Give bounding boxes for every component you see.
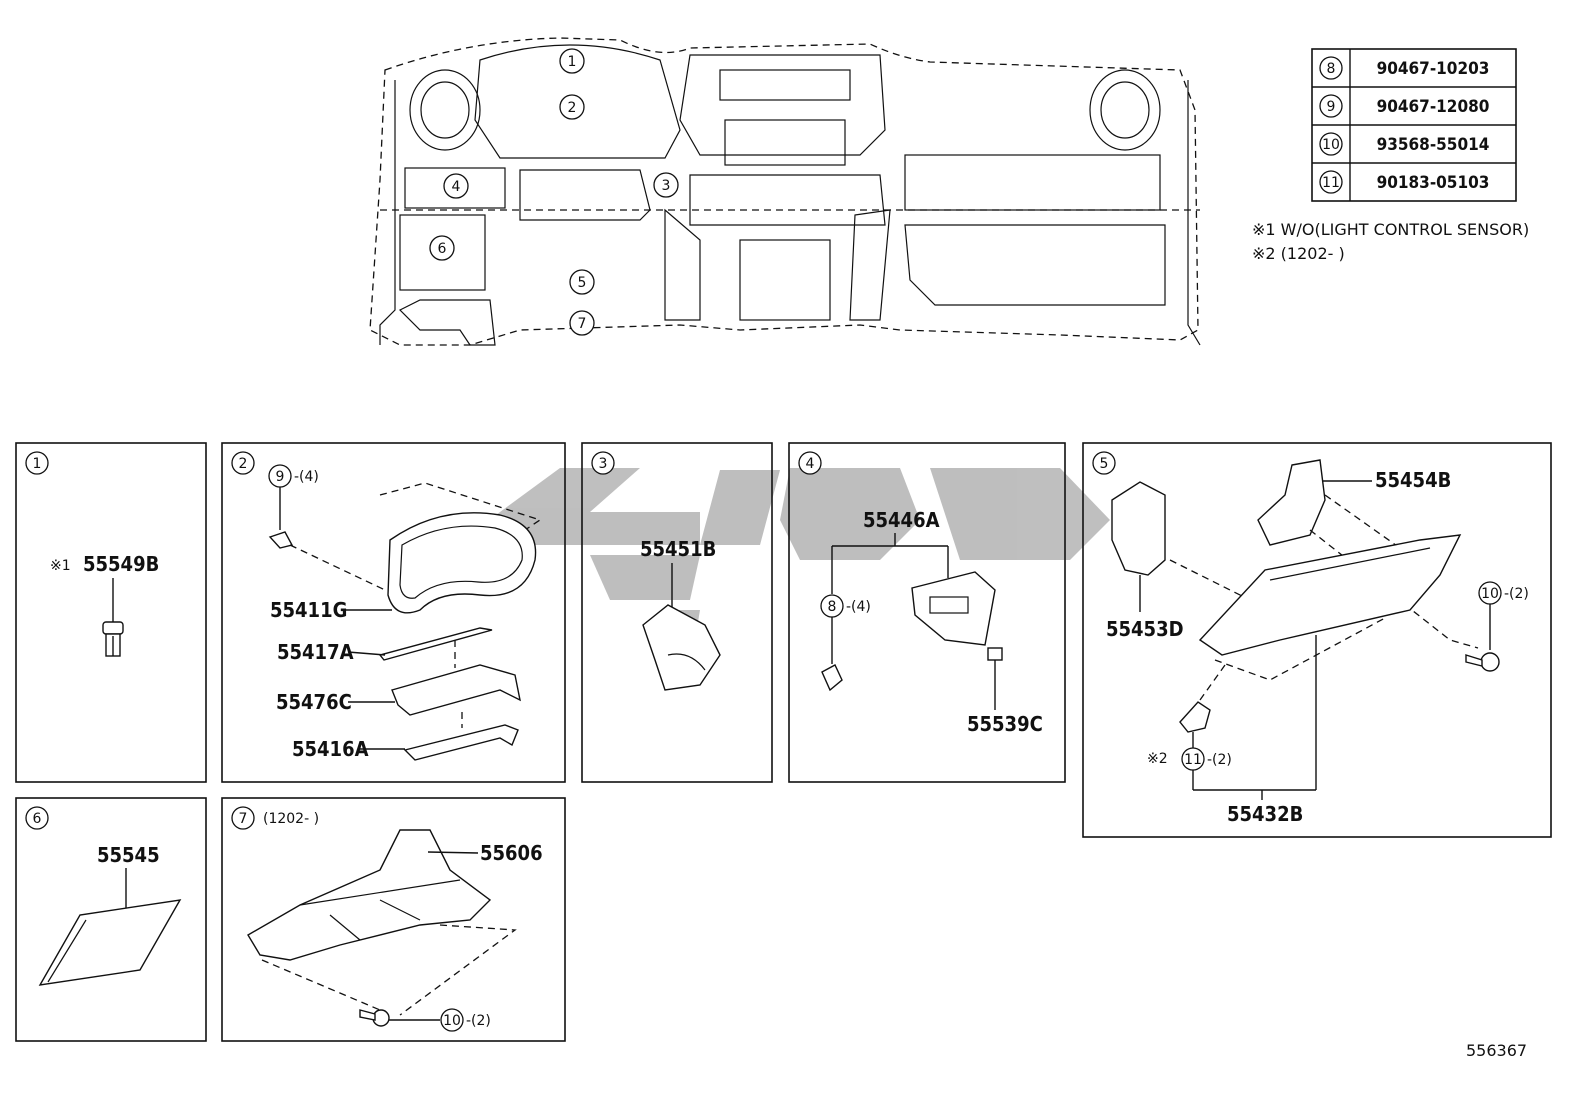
insulator-part [1257, 459, 1326, 546]
svg-text:9: 9 [1327, 99, 1336, 115]
figure-id: 556367 [1466, 1041, 1527, 1060]
svg-text:※2: ※2 [1147, 751, 1168, 767]
panel-7: 7 (1202- ) 55606 10 -(2) [221, 797, 566, 1042]
svg-text:8: 8 [828, 599, 837, 615]
dashboard-overview [369, 37, 1201, 346]
svg-text:90467-12080: 90467-12080 [1377, 97, 1490, 117]
svg-text:-(4): -(4) [846, 599, 871, 615]
panel-4: 4 55446A 8 -(4) 55539C [788, 442, 1066, 783]
bracket-part [1179, 701, 1211, 733]
svg-text:(1202- ): (1202- ) [263, 811, 319, 827]
clip-part [102, 621, 124, 657]
svg-text:55453D: 55453D [1106, 617, 1184, 641]
trim-strip-part [378, 627, 493, 661]
svg-text:-(2): -(2) [1207, 752, 1232, 768]
panel-6: 6 55545 [15, 797, 207, 1042]
svg-text:6: 6 [438, 241, 447, 257]
lower-panel-part [1198, 534, 1462, 656]
screw-part [1465, 652, 1500, 672]
svg-text:55606: 55606 [480, 841, 543, 865]
svg-text:55432B: 55432B [1227, 802, 1303, 826]
svg-text:7: 7 [578, 316, 587, 332]
svg-text:1: 1 [568, 54, 577, 70]
svg-text:※1: ※1 [50, 558, 71, 574]
cover-part [642, 604, 721, 691]
svg-text:90183-05103: 90183-05103 [1377, 173, 1490, 193]
overview-callout-1: 1 [559, 48, 585, 74]
overview-callouts: 1 2 3 4 6 5 7 [429, 48, 679, 336]
table-row: 9 90467-12080 [1319, 94, 1490, 118]
svg-text:55476C: 55476C [276, 690, 352, 714]
svg-text:55545: 55545 [97, 843, 160, 867]
watermark-logo [455, 468, 1110, 640]
meter-hood-part [387, 512, 537, 614]
svg-text:4: 4 [452, 179, 461, 195]
overview-callout-6: 6 [429, 235, 455, 261]
svg-text:93568-55014: 93568-55014 [1377, 135, 1490, 155]
clip-part [821, 664, 843, 692]
switch-panel-part [911, 571, 996, 646]
svg-text:55411G: 55411G [270, 598, 347, 622]
lower-trim-part [403, 724, 519, 761]
panel-3: 3 55451B [581, 442, 773, 783]
svg-text:9: 9 [276, 469, 285, 485]
clip-part [268, 531, 294, 549]
svg-text:2: 2 [568, 100, 577, 116]
svg-text:-(2): -(2) [1504, 586, 1529, 602]
footnotes: ※1 W/O(LIGHT CONTROL SENSOR) ※2 (1202- ) [1252, 220, 1529, 263]
svg-text:11: 11 [1184, 752, 1202, 768]
overview-callout-4: 4 [443, 173, 469, 199]
panel-2: 2 9 -(4) 55411G 55417A 55476C 55416A [221, 442, 566, 783]
svg-text:2: 2 [239, 456, 248, 472]
overview-callout-5: 5 [569, 269, 595, 295]
svg-text:-(2): -(2) [466, 1013, 491, 1029]
overview-callout-3: 3 [653, 172, 679, 198]
console-tray-part [247, 829, 492, 961]
svg-text:55539C: 55539C [967, 712, 1043, 736]
panel-5: 5 55454B 55453D 10 -(2) ※2 11 -(2) 55432 [1082, 442, 1552, 838]
svg-text:1: 1 [33, 456, 42, 472]
svg-text:6: 6 [33, 811, 42, 827]
svg-text:5: 5 [578, 275, 587, 291]
lid-part [38, 899, 182, 986]
table-row: 8 90467-10203 [1319, 56, 1490, 80]
overview-callout-2: 2 [559, 94, 585, 120]
svg-text:55416A: 55416A [292, 737, 369, 761]
panel-1: 1 ※1 55549B [15, 442, 207, 783]
switch-part [987, 647, 1003, 661]
svg-text:8: 8 [1327, 61, 1336, 77]
note-1: ※1 W/O(LIGHT CONTROL SENSOR) [1252, 220, 1529, 239]
svg-text:55446A: 55446A [863, 508, 940, 532]
svg-text:10: 10 [1481, 586, 1499, 602]
part-label: 55549B [83, 552, 159, 576]
svg-text:3: 3 [662, 178, 671, 194]
svg-text:-(4): -(4) [294, 469, 319, 485]
table-row: 10 93568-55014 [1319, 132, 1490, 156]
bezel-part [391, 664, 521, 716]
svg-text:55417A: 55417A [277, 640, 354, 664]
svg-text:11: 11 [1322, 175, 1340, 191]
svg-text:7: 7 [239, 811, 248, 827]
screw-part [359, 1009, 390, 1027]
table-row: 11 90183-05103 [1319, 170, 1490, 194]
svg-text:3: 3 [599, 456, 608, 472]
svg-text:90467-10203: 90467-10203 [1377, 59, 1490, 79]
reference-table: 8 90467-10203 9 90467-12080 10 93568-550… [1311, 48, 1517, 202]
svg-text:10: 10 [1322, 137, 1340, 153]
svg-text:55454B: 55454B [1375, 468, 1451, 492]
svg-text:10: 10 [443, 1013, 461, 1029]
overview-callout-7: 7 [569, 310, 595, 336]
note-2: ※2 (1202- ) [1252, 244, 1345, 263]
svg-text:4: 4 [806, 456, 815, 472]
svg-text:5: 5 [1100, 456, 1109, 472]
svg-text:55451B: 55451B [640, 537, 716, 561]
pad-part [1111, 481, 1166, 576]
